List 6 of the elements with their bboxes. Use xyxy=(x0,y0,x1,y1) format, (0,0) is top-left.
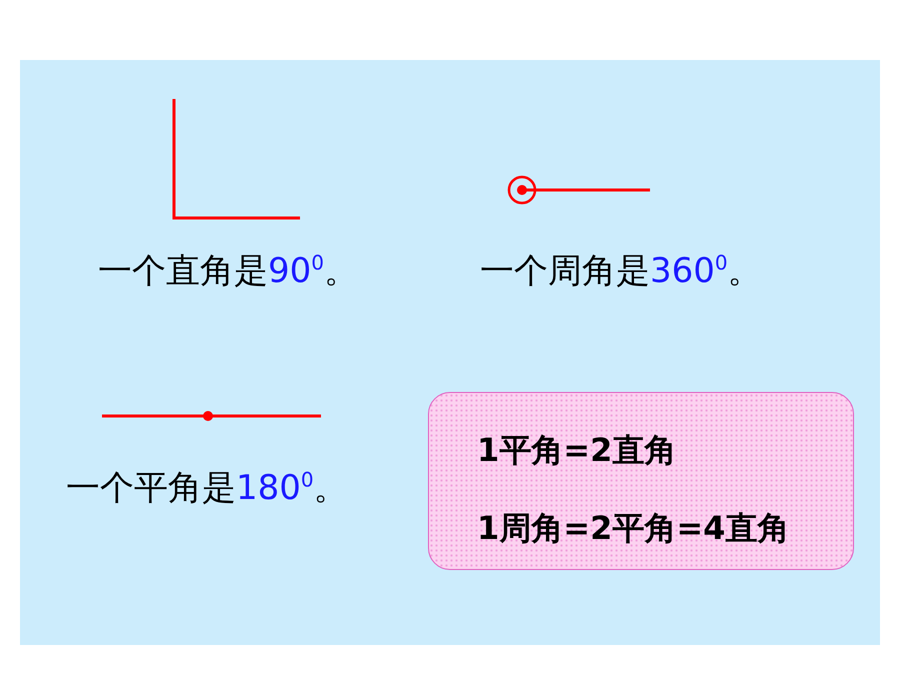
equation-text: 1平角=2直角 xyxy=(477,430,676,471)
angle-statement: 一个周角是360$^{0}$。 xyxy=(480,250,762,293)
angle-statement: 一个直角是90$^{0}$。 xyxy=(98,250,358,293)
note-box xyxy=(428,392,854,570)
angle-statement: 一个平角是180$^{0}$。 xyxy=(66,466,348,510)
equation-text: 1周角=2平角=4直角 xyxy=(477,508,790,549)
